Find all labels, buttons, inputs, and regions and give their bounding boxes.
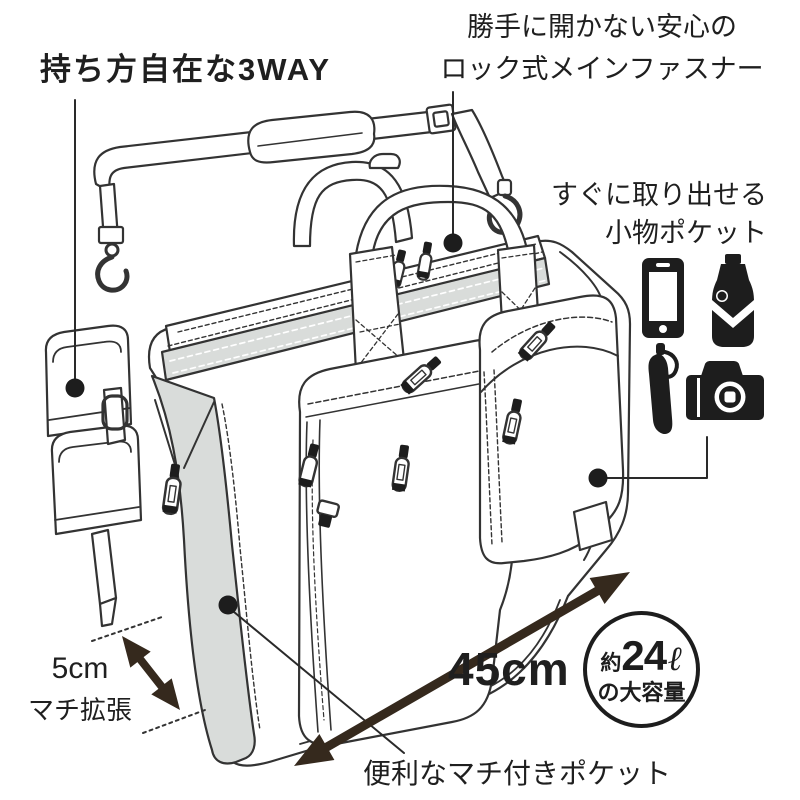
d-ring xyxy=(101,394,129,431)
item-icons xyxy=(642,254,764,434)
capacity-badge: 約 24 ℓ の大容量 xyxy=(583,611,700,728)
expansion-size: 5cm xyxy=(51,652,109,685)
capacity-value: 24 xyxy=(621,632,667,679)
expand-guide-dotted-lines xyxy=(91,616,206,734)
quick-pocket-caption: すぐに取り出せる 小物ポケット xyxy=(520,176,767,252)
brand-label-patch xyxy=(572,500,614,552)
width-dimension: 45cm xyxy=(448,643,570,695)
lock-zipper-line2: ロック式メインファスナー xyxy=(440,54,764,84)
strap-adjuster-buckle xyxy=(425,103,457,135)
pocket-zipper-pull xyxy=(298,443,319,488)
title-3way: 持ち方自在な3WAY xyxy=(40,52,332,87)
pointer-dots xyxy=(65,233,608,615)
pocket-zipper-pull xyxy=(502,398,522,445)
gusset-zipper-pull xyxy=(161,463,182,516)
front-pocket-right xyxy=(478,294,625,565)
strap-adjuster-left xyxy=(97,225,125,245)
expand-5cm-arrow xyxy=(122,636,180,710)
quick-pocket-line1: すぐに取り出せる xyxy=(551,180,767,210)
width-45cm-arrow xyxy=(294,572,630,766)
smartphone-icon xyxy=(642,258,684,338)
expansion-label: マチ拡張 xyxy=(27,695,132,725)
pocket-zipper-pull xyxy=(391,444,410,492)
lock-zipper-caption: 勝手に開かない安心の ロック式メインファスナー xyxy=(425,6,779,90)
folding-umbrella-icon xyxy=(648,343,679,434)
capacity-prefix: 約 xyxy=(600,652,622,675)
shoulder-strap xyxy=(93,103,523,293)
pocket-zipper-pull xyxy=(400,356,442,395)
lock-zipper-line1: 勝手に開かない安心の xyxy=(467,12,737,42)
pointer-lines xyxy=(74,91,708,754)
clip-buckle xyxy=(316,499,340,528)
handle-webbing-left xyxy=(348,245,406,374)
quick-pocket-line2: 小物ポケット xyxy=(605,218,767,248)
gusset-pocket-caption: 便利なマチ付きポケット xyxy=(363,758,672,789)
camera-icon xyxy=(686,361,764,420)
pet-bottle-icon xyxy=(712,254,754,347)
strap-shoulder-pad xyxy=(247,110,376,164)
capacity-value-row: 約 24 ℓ xyxy=(600,635,682,677)
side-bottle-pocket xyxy=(44,324,143,628)
expansion-caption: 5cm マチ拡張 xyxy=(14,652,146,727)
capacity-unit-liter: ℓ xyxy=(668,639,683,679)
measure-arrows xyxy=(122,572,630,766)
strap-hook-left xyxy=(95,242,130,293)
pocket-zipper-pull xyxy=(517,321,556,362)
expansion-gusset xyxy=(150,374,261,765)
carry-handles xyxy=(292,152,541,374)
capacity-suffix: の大容量 xyxy=(597,680,686,705)
